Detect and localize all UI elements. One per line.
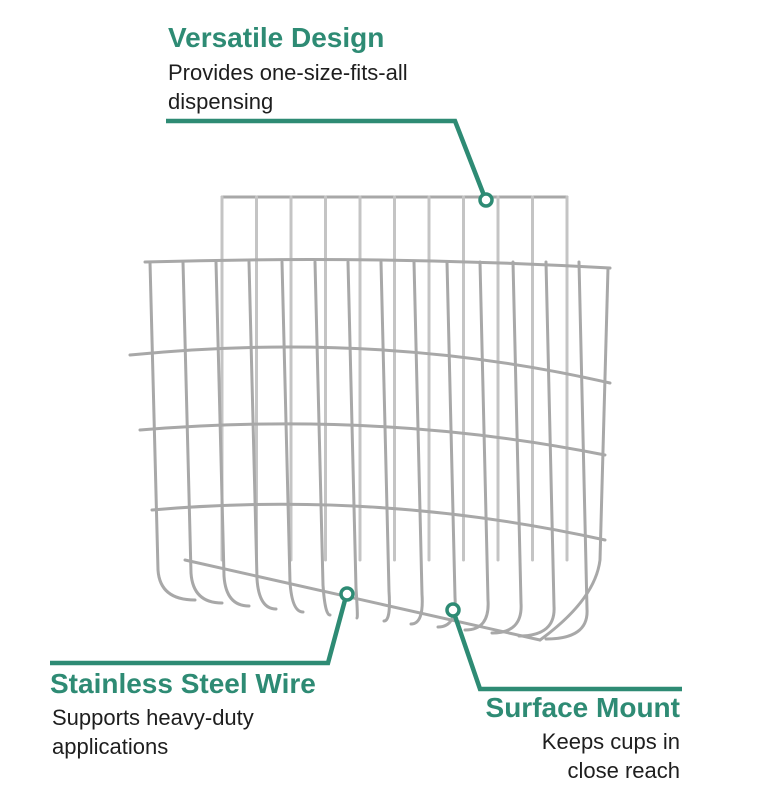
wire [517,260,556,638]
callout-text-versatile: Provides one-size-fits-all dispensing [168,60,408,114]
callout-dot-versatile [478,192,494,208]
callout-lines [50,118,682,692]
callout-text-mount: Keeps cups in close reach [541,729,680,783]
wire [247,260,278,611]
wire [313,260,332,617]
callout-dot-steel [339,586,355,602]
wire [346,260,359,620]
wire [544,260,589,641]
wire [128,345,612,385]
callout-line-mount [452,615,682,692]
wire [148,260,197,602]
wire [379,260,391,623]
wire [538,266,610,642]
wire [214,260,251,608]
wire [183,558,542,642]
wire [138,422,607,457]
wire [181,260,224,605]
callout-text-steel: Supports heavy-duty applications [52,705,254,759]
callout-title-mount: Surface Mount [485,692,680,723]
callout-title-versatile: Versatile Design [168,22,385,53]
wire [463,260,490,632]
callout-dot-mount [445,602,461,618]
callout-title-steel: Stainless Steel Wire [50,668,316,699]
wire [490,260,523,635]
callout-line-steel [50,599,348,666]
wire [280,260,305,614]
callout-line-versatile [166,118,488,199]
wire [409,260,424,626]
wire [436,260,457,629]
wire [150,502,607,542]
